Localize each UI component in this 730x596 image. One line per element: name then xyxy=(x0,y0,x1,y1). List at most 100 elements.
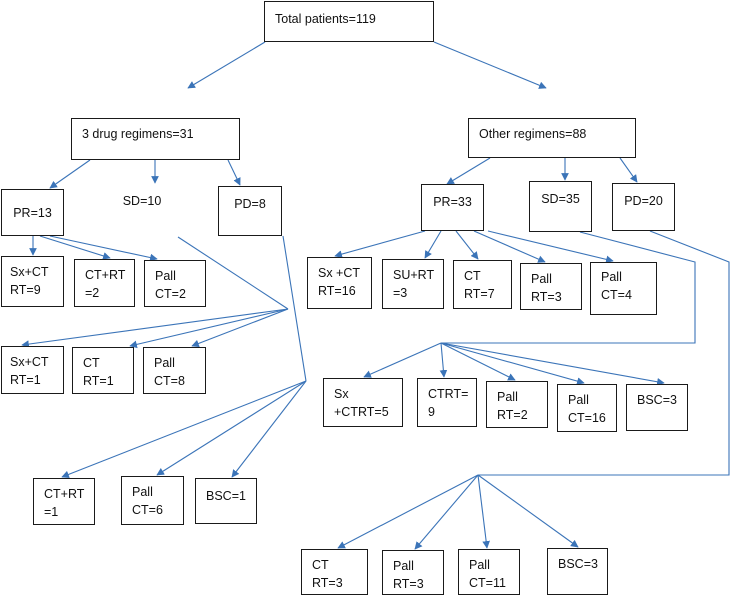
node-label-2: RT=3 xyxy=(312,576,343,590)
node-total-patients: Total patients=119 xyxy=(264,1,434,42)
node-label-1: CTRT= xyxy=(428,387,469,401)
arrow-a-pr-to-pall xyxy=(49,235,158,262)
node-label-2: RT=16 xyxy=(318,284,356,298)
arrow-b-pr-to-pallrt xyxy=(473,230,546,263)
arrow-a-pd-to-bsc xyxy=(231,380,307,478)
arrow-a-pr-to-ctrt xyxy=(39,235,111,260)
arrow-other-to-pr xyxy=(446,157,491,185)
node-b-pd: PD=20 xyxy=(612,183,675,231)
node-label-2: +CTRT=5 xyxy=(334,405,389,419)
node-label-1: Pall xyxy=(393,559,414,573)
node-label-2: RT=2 xyxy=(497,408,528,422)
node-b-pr: PR=33 xyxy=(421,184,484,231)
node-a-pd-ctrt: CT+RT =1 xyxy=(33,478,95,525)
arrow-three-drug-to-pd xyxy=(227,159,241,186)
node-label: Other regimens=88 xyxy=(479,127,587,141)
node-b-pd-pall-ct: Pall CT=11 xyxy=(458,549,520,595)
node-a-pr-sxct-rt: Sx+CT RT=9 xyxy=(1,256,64,307)
node-b-sd-bsc: BSC=3 xyxy=(626,384,688,431)
node-label-2: RT=3 xyxy=(531,290,562,304)
arrow-b-sd-to-ctrt xyxy=(439,342,448,378)
node-label-1: CT xyxy=(312,558,329,572)
node-b-pr-surt: SU+RT =3 xyxy=(382,259,444,309)
node-a-sd-pall-ct: Pall CT=8 xyxy=(143,347,206,394)
node-label-2: CT=4 xyxy=(601,288,632,302)
node-label-1: Sx+CT xyxy=(10,265,49,279)
node-b-sd-pall-ct: Pall CT=16 xyxy=(557,384,617,432)
node-a-pd-pall-ct: Pall CT=6 xyxy=(121,476,184,525)
node-a-pr-ctrt: CT+RT =2 xyxy=(74,259,135,307)
arrow-total-to-other xyxy=(433,41,547,89)
arrow-b-pd-to-ctrt xyxy=(337,474,479,549)
node-label-1: Pall xyxy=(132,485,153,499)
node-a-pd-bsc: BSC=1 xyxy=(195,478,257,524)
arrow-b-sd-to-pallct xyxy=(440,342,585,385)
node-label-1: Pall xyxy=(601,270,622,284)
node-label-1: Sx +CT xyxy=(318,266,361,280)
node-label-1: SU+RT xyxy=(393,268,435,282)
node-label-2: RT=9 xyxy=(10,283,41,297)
node-label-2: CT=16 xyxy=(568,411,606,425)
node-label-1: Pall xyxy=(568,393,589,407)
node-other-regimens: Other regimens=88 xyxy=(468,118,636,158)
line-a-pd-to-hub xyxy=(282,235,307,382)
node-label: PR=33 xyxy=(433,195,472,209)
node-label: SD=35 xyxy=(541,192,580,206)
arrow-b-pr-to-sxct xyxy=(334,230,426,258)
node-label: SD=10 xyxy=(122,194,162,208)
node-b-pr-sxct-rt: Sx +CT RT=16 xyxy=(307,257,372,309)
node-label-2: CT=2 xyxy=(155,287,186,301)
node-b-pr-ct-rt: CT RT=7 xyxy=(453,260,512,309)
node-label: PD=20 xyxy=(624,194,663,208)
node-label-2: =3 xyxy=(393,286,408,300)
node-label-1: CT+RT xyxy=(85,268,126,282)
arrow-b-sd-to-sx xyxy=(363,342,442,378)
node-a-sd-sxct-rt: Sx+CT RT=1 xyxy=(1,346,64,394)
arrow-other-to-pd xyxy=(619,157,638,183)
line-b-sd-route xyxy=(441,231,696,344)
arrow-b-sd-to-bsc xyxy=(440,342,665,386)
node-b-sd-pall-rt: Pall RT=2 xyxy=(486,381,548,428)
node-label-1: CT xyxy=(464,269,481,283)
node-a-pr-pall-ct: Pall CT=2 xyxy=(144,260,206,307)
line-b-pd-route xyxy=(478,230,730,476)
node-a-pr: PR=13 xyxy=(1,189,64,236)
node-label-1: Pall xyxy=(154,356,175,370)
node-b-pd-ct-rt: CT RT=3 xyxy=(301,549,368,595)
arrow-b-pd-to-pallrt xyxy=(414,474,479,550)
arrow-a-pd-to-ctrt xyxy=(61,380,307,479)
node-label: Total patients=119 xyxy=(275,12,376,26)
node-label-2: RT=7 xyxy=(464,287,495,301)
node-label-2: RT=1 xyxy=(83,374,114,388)
node-label-2: 9 xyxy=(428,405,435,419)
arrow-three-drug-to-pr xyxy=(49,159,91,189)
arrow-b-pr-to-pallct xyxy=(487,230,614,264)
arrow-total-to-three-drug xyxy=(187,41,266,89)
node-b-pd-pall-rt: Pall RT=3 xyxy=(382,550,444,595)
node-label-1: Pall xyxy=(469,558,490,572)
node-label: BSC=3 xyxy=(637,393,677,407)
line-a-sd-to-hub xyxy=(177,236,289,310)
node-a-sd: SD=10 xyxy=(110,184,174,237)
node-label-2: =2 xyxy=(85,286,100,300)
node-a-pd: PD=8 xyxy=(218,186,282,236)
node-label-1: CT+RT xyxy=(44,487,85,501)
node-label: 3 drug regimens=31 xyxy=(82,127,194,141)
node-label: PR=13 xyxy=(13,206,52,220)
arrow-b-pd-to-bsc xyxy=(477,474,579,548)
arrow-a-sd-to-ctrt xyxy=(129,308,289,349)
node-label-1: Pall xyxy=(155,269,176,283)
node-b-sd-ctrt: CTRT= 9 xyxy=(417,378,477,427)
node-b-pr-pall-rt: Pall RT=3 xyxy=(520,263,582,310)
node-label-2: RT=3 xyxy=(393,577,424,591)
arrow-a-sd-to-sxct xyxy=(21,308,289,348)
node-label: BSC=1 xyxy=(206,489,246,503)
arrow-a-sd-to-pall xyxy=(191,308,289,348)
node-b-pr-pall-ct: Pall CT=4 xyxy=(590,262,657,315)
node-label-2: =1 xyxy=(44,505,59,519)
arrow-b-pr-to-ctrt xyxy=(455,230,479,260)
node-label-1: Pall xyxy=(497,390,518,404)
node-label-2: CT=6 xyxy=(132,503,163,517)
